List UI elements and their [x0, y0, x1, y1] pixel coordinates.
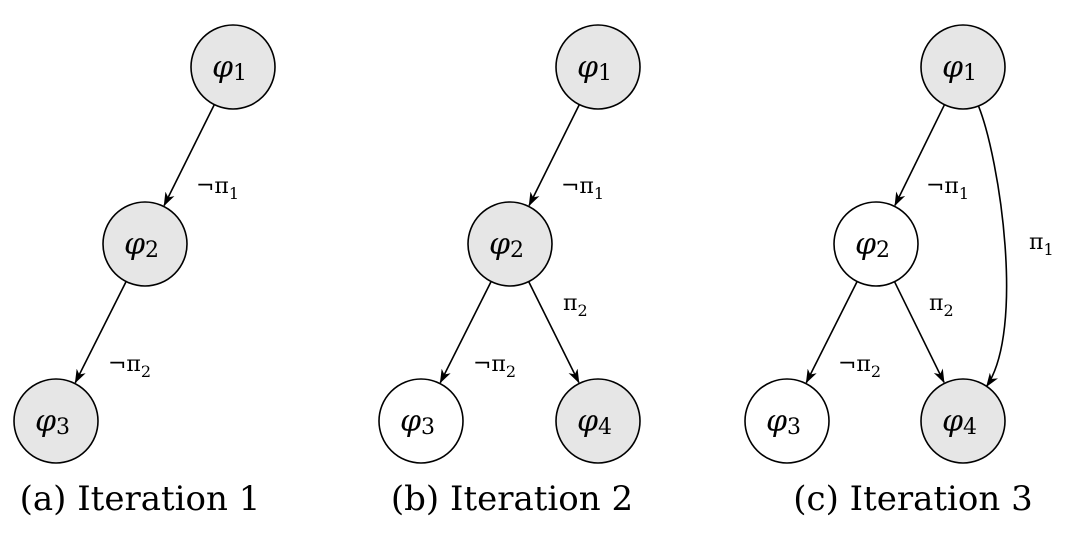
node-p3-circle — [13, 378, 99, 464]
edge-arrow-p2-p4 — [893, 281, 945, 384]
panel-2: ¬π1 ¬π2 π2 φ1 φ2 φ3 φ4 (b) Iteration 2 — [378, 24, 641, 519]
node-p2-circle — [102, 201, 188, 287]
edge-arrow-p2-p3 — [74, 281, 127, 384]
node-p1-circle — [190, 24, 276, 110]
edge-arrow-p2-p3 — [805, 281, 858, 384]
panel-3: ¬π1 ¬π2 π2 π1 φ1 φ2 φ3 φ4 (c) Iteration 3 — [744, 24, 1054, 519]
node-p1-label: φ1 — [942, 50, 977, 86]
node-p2-label: φ2 — [855, 227, 890, 263]
edge-arrow-p1-p2 — [894, 104, 946, 207]
edge-arrow-p1-p4 — [977, 105, 1008, 388]
edge-arrow-p1-p2 — [528, 104, 581, 207]
node-p3-circle — [378, 378, 464, 464]
node-p3-label: φ3 — [400, 404, 435, 440]
node-p3-label: φ3 — [766, 404, 801, 440]
node-p4-circle — [555, 378, 641, 464]
node-p2-circle — [833, 201, 919, 287]
edge-label-p2-p4: π2 — [563, 291, 588, 320]
edge-arrow-p1-p2 — [163, 104, 216, 207]
edge-label-p1-p4: π1 — [1029, 230, 1054, 259]
node-p1-label: φ1 — [212, 50, 247, 86]
node-p4-label: φ4 — [942, 404, 977, 440]
node-p1-circle — [920, 24, 1006, 110]
edge-label-p1-p2: ¬π1 — [561, 174, 604, 203]
node-p1-circle — [555, 24, 641, 110]
panel-caption: (b) Iteration 2 — [391, 479, 633, 519]
node-p3-circle — [744, 378, 830, 464]
panel-1: ¬π1 ¬π2 φ1 φ2 φ3 (a) Iteration 1 — [13, 24, 276, 519]
edge-label-p2-p3: ¬π2 — [473, 352, 516, 381]
edge-arrow-p2-p3 — [439, 281, 492, 384]
node-p3-label: φ3 — [35, 404, 70, 440]
edge-label-p2-p3: ¬π2 — [108, 352, 151, 381]
edge-label-p1-p2: ¬π1 — [926, 174, 969, 203]
node-p2-label: φ2 — [489, 227, 524, 263]
node-p4-label: φ4 — [577, 404, 612, 440]
edge-arrow-p2-p4 — [527, 281, 580, 384]
edge-label-p2-p3: ¬π2 — [838, 352, 881, 381]
node-p1-label: φ1 — [577, 50, 612, 86]
edge-label-p2-p4: π2 — [929, 291, 954, 320]
node-p2-circle — [467, 201, 553, 287]
edge-label-p1-p2: ¬π1 — [196, 174, 239, 203]
node-p4-circle — [920, 378, 1006, 464]
node-p2-label: φ2 — [124, 227, 159, 263]
panel-caption: (a) Iteration 1 — [20, 479, 261, 519]
panel-caption: (c) Iteration 3 — [793, 479, 1032, 519]
